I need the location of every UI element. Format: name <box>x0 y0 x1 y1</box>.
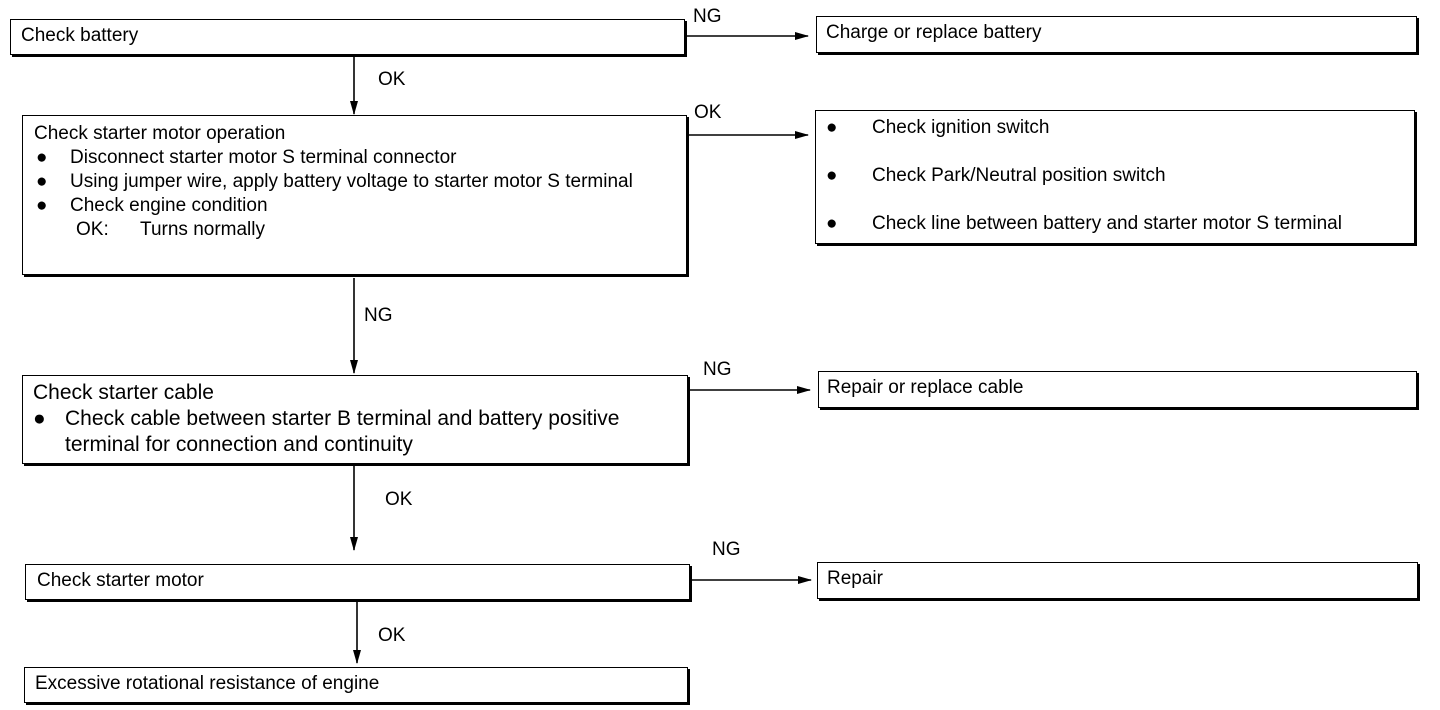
repair-box: Repair <box>817 562 1418 599</box>
excessive-resistance-box: Excessive rotational resistance of engin… <box>24 667 688 703</box>
ignition-check-2-text: Check Park/Neutral position switch <box>872 165 1166 186</box>
bullet-icon: ● <box>36 147 48 168</box>
starter-cable-title: Check starter cable <box>33 381 214 404</box>
ignition-checks-box: ● Check ignition switch ● Check Park/Neu… <box>815 110 1415 244</box>
ignition-check-3-text: Check line between battery and starter m… <box>872 213 1342 234</box>
ignition-check-3: ● Check line between battery and starter… <box>826 212 1404 236</box>
check-starter-motor-text: Check starter motor <box>37 570 204 591</box>
repair-text: Repair <box>827 568 883 589</box>
charge-replace-battery-text: Charge or replace battery <box>826 22 1042 43</box>
bullet-icon: ● <box>826 165 838 186</box>
label-motor-ng: NG <box>712 539 741 560</box>
operation-ok-criteria: OK: Turns normally <box>76 219 265 240</box>
operation-step-1-text: Disconnect starter motor S terminal conn… <box>70 147 457 168</box>
bullet-icon: ● <box>36 195 48 216</box>
label-cable-ok: OK <box>385 489 413 510</box>
bullet-icon: ● <box>36 171 48 192</box>
label-battery-ok: OK <box>378 69 406 90</box>
bullet-icon: ● <box>33 407 46 430</box>
label-battery-ng: NG <box>693 6 722 27</box>
check-battery-text: Check battery <box>21 25 139 46</box>
label-operation-ok: OK <box>694 102 722 123</box>
check-battery-box: Check battery <box>10 19 685 55</box>
label-cable-ng: NG <box>703 359 732 380</box>
operation-step-2: ● Using jumper wire, apply battery volta… <box>34 170 675 194</box>
operation-step-3-text: Check engine condition <box>70 195 268 216</box>
operation-step-2-text: Using jumper wire, apply battery voltage… <box>70 171 633 192</box>
charge-replace-battery-box: Charge or replace battery <box>816 16 1417 53</box>
ignition-check-1: ● Check ignition switch <box>826 116 1404 140</box>
bullet-icon: ● <box>826 117 838 138</box>
ignition-check-1-text: Check ignition switch <box>872 117 1050 138</box>
operation-step-1: ● Disconnect starter motor S terminal co… <box>34 146 675 170</box>
starter-motor-operation-title: Check starter motor operation <box>34 123 286 144</box>
repair-replace-cable-text: Repair or replace cable <box>827 377 1024 398</box>
starter-cable-step: ● Check cable between starter B terminal… <box>33 406 677 458</box>
repair-replace-cable-box: Repair or replace cable <box>818 371 1417 408</box>
label-motor-ok: OK <box>378 625 406 646</box>
bullet-icon: ● <box>826 213 838 234</box>
check-starter-motor-box: Check starter motor <box>25 564 690 600</box>
label-operation-ng: NG <box>364 305 393 326</box>
starter-cable-step-text: Check cable between starter B terminal a… <box>65 407 620 456</box>
operation-step-3: ● Check engine condition <box>34 194 675 218</box>
excessive-resistance-text: Excessive rotational resistance of engin… <box>35 673 380 694</box>
ignition-check-2: ● Check Park/Neutral position switch <box>826 164 1404 188</box>
starter-motor-operation-box: Check starter motor operation ● Disconne… <box>22 115 687 275</box>
starter-cable-box: Check starter cable ● Check cable betwee… <box>22 375 688 464</box>
